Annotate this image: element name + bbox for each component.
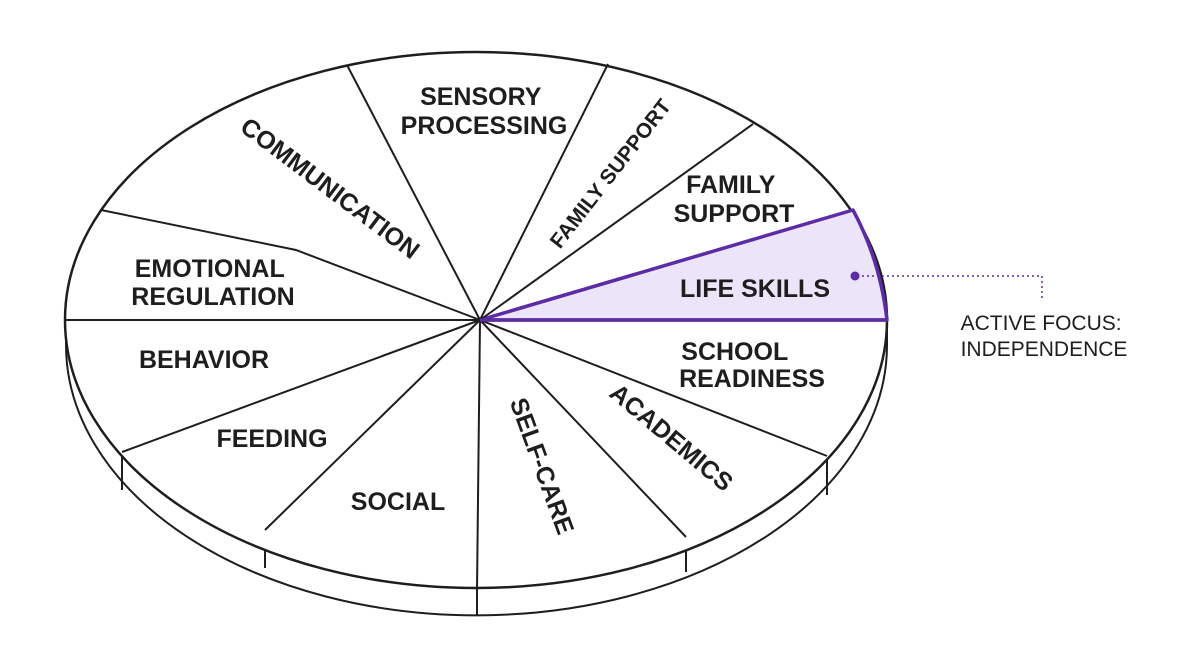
label-emotional-regulation: EMOTIONAL REGULATION [131,255,294,311]
label-school-readiness: SCHOOL READINESS [679,338,825,393]
callout-leader-line [862,275,1043,301]
life-skills-wedge [478,208,889,322]
active-focus-callout: ACTIVE FOCUS: INDEPENDENCE [850,271,1128,361]
segment-dividers [66,63,828,591]
label-family-support: FAMILY SUPPORT [674,171,795,228]
label-behavior: BEHAVIOR [139,346,269,374]
callout-dot [850,271,860,281]
label-sensory-processing: SENSORY PROCESSING [401,83,568,140]
label-life-skills: LIFE SKILLS [680,275,830,303]
label-social: SOCIAL [351,488,445,516]
callout-text: ACTIVE FOCUS: INDEPENDENCE [961,312,1128,361]
label-feeding: FEEDING [216,425,327,453]
